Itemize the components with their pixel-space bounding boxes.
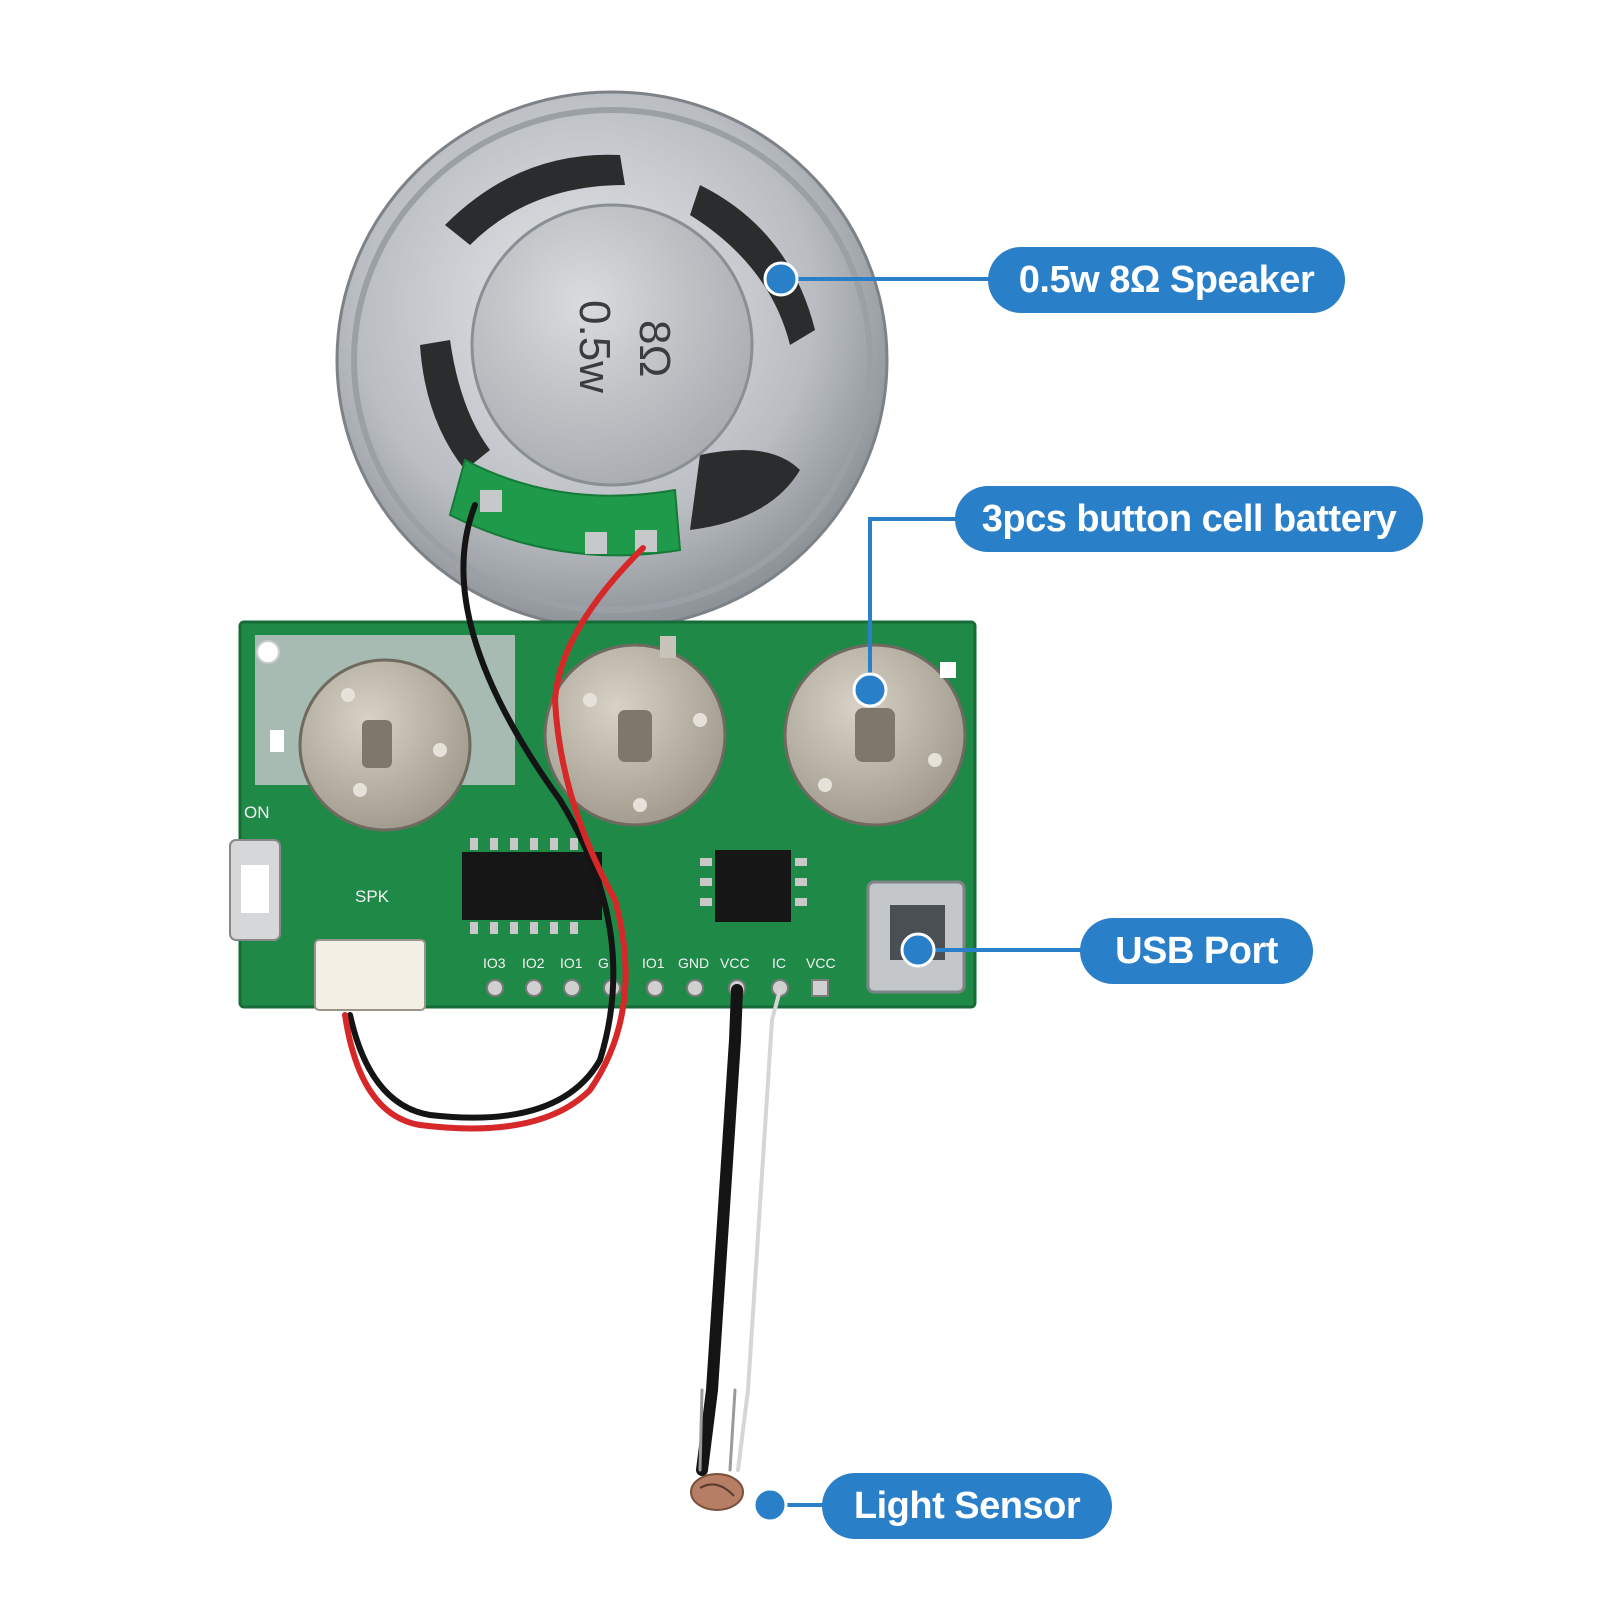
label-ic: IC — [772, 955, 786, 971]
label-io3: IO3 — [483, 955, 506, 971]
ic-chip-left — [462, 852, 602, 920]
dot-usb — [900, 932, 936, 968]
battery-holder-1 — [298, 658, 472, 832]
callout-usb-text: USB Port — [1115, 929, 1278, 972]
speaker: 8Ω 0.5w — [335, 90, 889, 630]
speaker-vent-slots — [420, 154, 815, 530]
label-on: ON — [244, 803, 270, 822]
label-io2: IO2 — [522, 955, 545, 971]
dot-sensor — [752, 1487, 788, 1523]
callout-speaker: 0.5w 8Ω Speaker — [988, 247, 1345, 313]
speaker-wires — [342, 502, 646, 1132]
label-vcc2: VCC — [806, 955, 836, 971]
dot-speaker — [763, 261, 799, 297]
light-sensor — [690, 1473, 744, 1511]
callout-dots — [752, 261, 936, 1523]
dot-battery — [852, 672, 888, 708]
pcb-board: ON SPK IO3 IO2 IO1 G IO1 GND VCC IC VCC — [229, 620, 977, 1011]
spk-connector — [314, 939, 426, 1011]
label-io1: IO1 — [560, 955, 583, 971]
pin-pads — [486, 979, 829, 997]
label-vcc: VCC — [720, 955, 750, 971]
speaker-impedance-marking: 8Ω — [630, 320, 679, 377]
label-g: G — [598, 955, 609, 971]
callout-usb-port: USB Port — [1080, 918, 1313, 984]
label-spk: SPK — [355, 887, 390, 906]
callout-battery: 3pcs button cell battery — [955, 486, 1423, 552]
speaker-power-marking: 0.5w — [570, 300, 619, 393]
callout-leaders — [770, 277, 1085, 1507]
callout-light-sensor: Light Sensor — [822, 1473, 1112, 1539]
leader-battery — [868, 517, 958, 688]
callout-sensor-text: Light Sensor — [853, 1484, 1081, 1527]
sensor-wires — [696, 984, 782, 1476]
battery-holder-3 — [783, 643, 967, 827]
label-io1b: IO1 — [642, 955, 665, 971]
ic-chip-right — [715, 850, 791, 922]
callout-speaker-text: 0.5w 8Ω Speaker — [1018, 258, 1315, 301]
battery-holder-2 — [543, 636, 727, 827]
speaker-terminal-board — [448, 458, 682, 557]
callout-battery-text: 3pcs button cell battery — [981, 497, 1397, 540]
label-gnd: GND — [678, 955, 709, 971]
